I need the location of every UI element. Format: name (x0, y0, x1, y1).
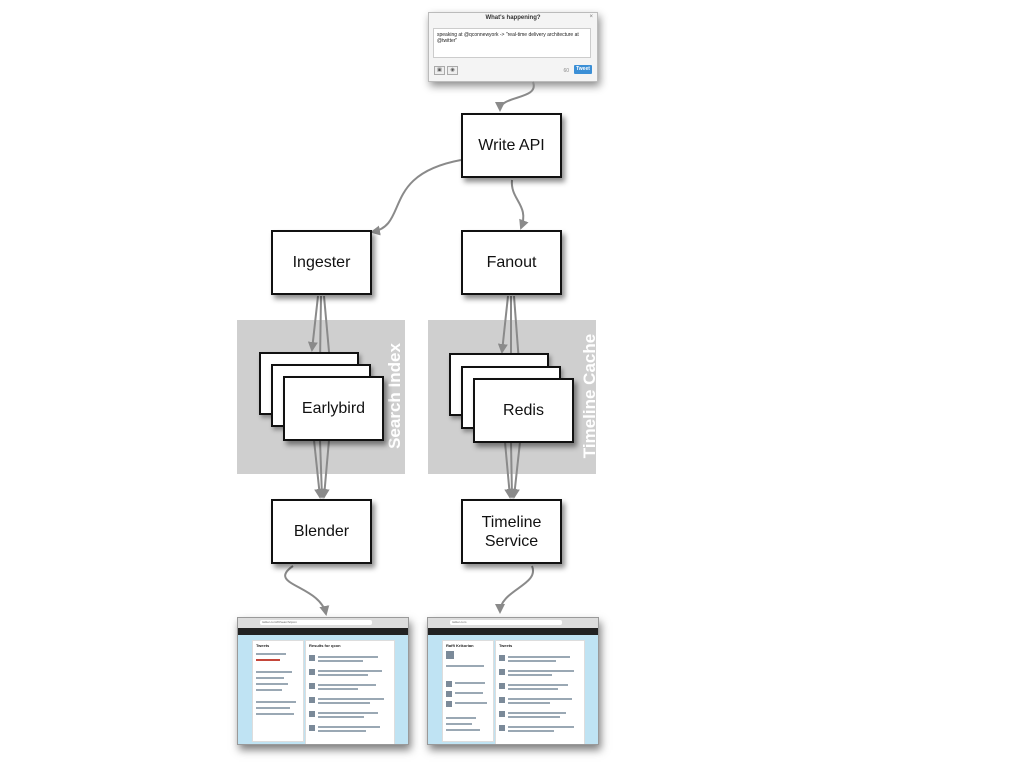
redis-node: Redis (473, 378, 574, 443)
timeline-service-node: Timeline Service (461, 499, 562, 564)
redis-label: Redis (503, 402, 544, 419)
search-sidebar: Tweets (252, 640, 304, 742)
home-timeline-list: Tweets (495, 640, 585, 744)
ingester-label: Ingester (292, 254, 351, 271)
earlybird-node: Earlybird (283, 376, 384, 441)
compose-tweet-dialog: What's happening? × speaking at @qconnew… (428, 12, 598, 82)
timeline-service-label-line1: Timeline (481, 513, 542, 531)
home-timeline-screenshot: twitter.com Raffi Krikorian Tweets (427, 617, 599, 745)
location-pin-icon[interactable]: ◉ (447, 66, 458, 75)
wire-timelineservice-to-homepage (495, 565, 535, 614)
wire-earlybird-to-blender-2 (316, 439, 327, 499)
wire-writeapi-to-fanout (510, 179, 529, 230)
character-count: 60 (563, 68, 569, 74)
ingester-node: Ingester (271, 230, 372, 295)
wire-fanout-to-redis-1 (497, 295, 509, 354)
wire-ingester-to-earlybird-1 (307, 295, 319, 352)
camera-icon[interactable]: ▣ (434, 66, 445, 75)
tweet-button[interactable]: Tweet (574, 65, 592, 74)
search-results-list: Results for qcon (305, 640, 395, 744)
timeline-sidebar: Raffi Krikorian (442, 640, 494, 742)
search-results-screenshot: twitter.com/#!/search/qcon Tweets Result… (237, 617, 409, 745)
wire-writeapi-to-ingester (370, 159, 462, 236)
wire-redis-to-timelineservice-1 (504, 441, 515, 499)
address-bar: twitter.com/#!/search/qcon (260, 620, 372, 625)
timeline-service-label-line2: Service (484, 532, 539, 550)
blender-node: Blender (271, 499, 372, 564)
wire-redis-to-timelineservice-2 (506, 441, 517, 499)
wire-compose-to-writeapi (495, 81, 535, 112)
home-timeline-heading: Tweets (499, 643, 513, 648)
wire-earlybird-to-blender-1 (313, 439, 325, 499)
wire-earlybird-to-blender-3 (319, 439, 330, 499)
wire-redis-to-timelineservice-3 (509, 441, 521, 499)
wire-ingester-to-earlybird-2 (315, 295, 326, 364)
write-api-label: Write API (478, 137, 545, 154)
compose-textarea[interactable]: speaking at @qconnewyork -> "real-time d… (433, 28, 591, 58)
search-sidebar-heading: Tweets (256, 643, 270, 648)
earlybird-label: Earlybird (301, 400, 366, 417)
twitter-topbar (428, 628, 598, 635)
fanout-label: Fanout (486, 254, 537, 271)
fanout-node: Fanout (461, 230, 562, 295)
blender-label: Blender (293, 523, 350, 540)
address-bar: twitter.com (450, 620, 562, 625)
search-results-heading: Results for qcon (309, 643, 341, 648)
wire-blender-to-searchpage (284, 565, 330, 616)
twitter-topbar (238, 628, 408, 635)
close-icon[interactable]: × (589, 14, 593, 20)
compose-dialog-title: What's happening? (485, 15, 541, 21)
write-api-node: Write API (461, 113, 562, 178)
timeline-sidebar-heading: Raffi Krikorian (446, 643, 474, 648)
